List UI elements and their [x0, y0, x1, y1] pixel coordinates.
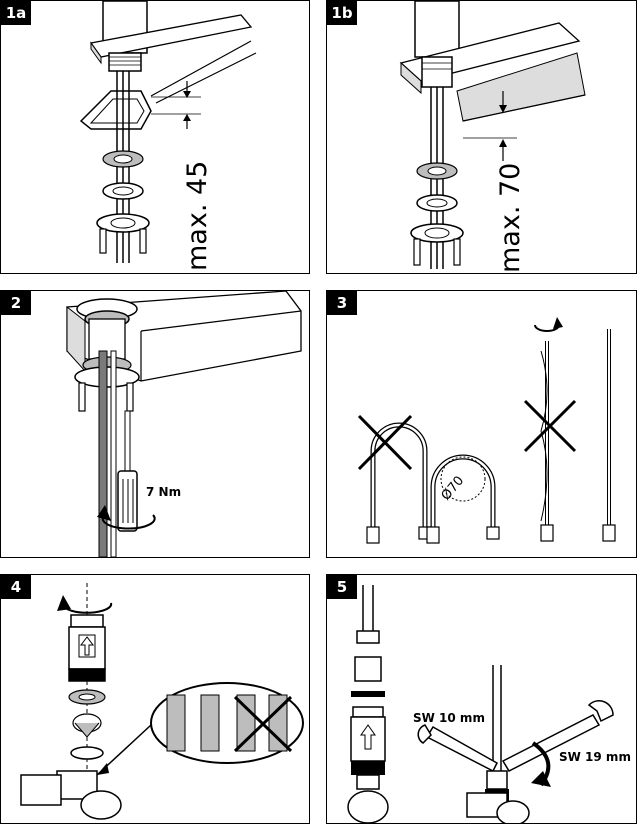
panel-label-4: 4: [1, 575, 31, 599]
panel-5: 5 SW 10 mm SW 19 mm: [326, 574, 637, 824]
panel-4: 4: [0, 574, 310, 824]
sw-10-label: SW 10 mm: [413, 711, 485, 725]
panel-2: 2 7 Nm: [0, 290, 310, 558]
panel-label-5: 5: [327, 575, 357, 599]
panel-1a: 1a: [0, 0, 310, 274]
mounting-diagram-countertop-70: max. 70: [399, 1, 586, 273]
panel-label-1a: 1a: [1, 1, 31, 25]
diameter-70-label: Ø70: [439, 473, 468, 503]
hose-bending-diagram: Ø70: [357, 317, 616, 544]
mounting-diagram-countertop-45: max. 45: [79, 1, 257, 271]
panel-1b: 1b max. 70: [326, 0, 637, 274]
max-70-annotation: max. 70: [495, 163, 526, 273]
panel-label-1b: 1b: [327, 1, 357, 25]
panel-label-3: 3: [327, 291, 357, 315]
panel-label-2: 2: [1, 291, 31, 315]
torque-label: 7 Nm: [146, 485, 181, 499]
connection-wrench-diagram: SW 10 mm SW 19 mm: [347, 585, 631, 823]
panel-3: 3 Ø70: [326, 290, 637, 558]
tightening-diagram: 7 Nm: [66, 291, 302, 557]
check-valve-filter-diagram: [20, 583, 304, 820]
sw-19-label: SW 19 mm: [559, 750, 631, 764]
max-45-annotation: max. 45: [182, 161, 213, 271]
